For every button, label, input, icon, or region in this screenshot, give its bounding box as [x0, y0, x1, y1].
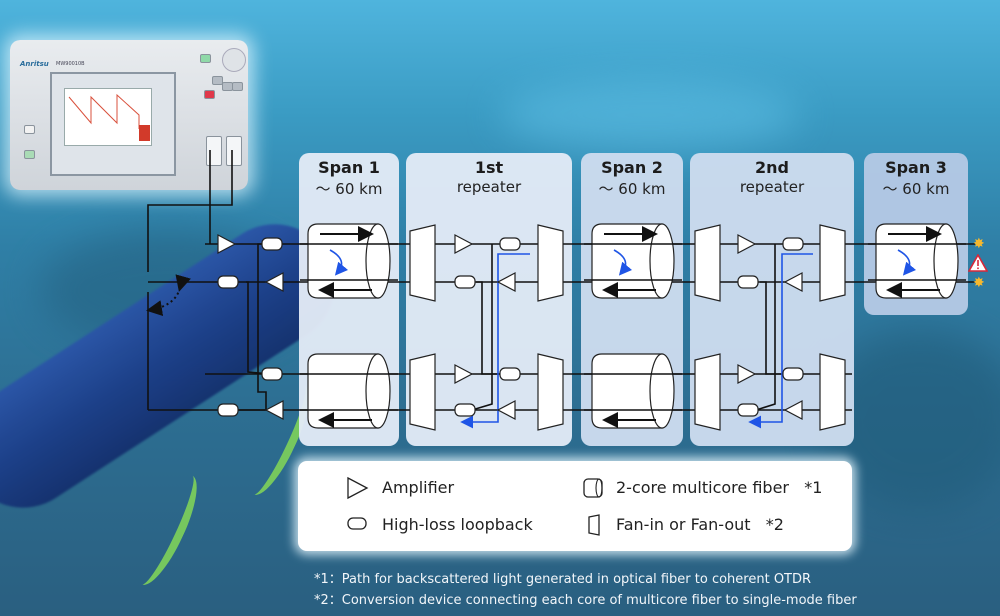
rotary-knob — [222, 48, 246, 72]
panel-title: 1st — [474, 158, 504, 177]
multicore-fiber-span-3 — [868, 223, 966, 299]
loopback-icon — [737, 275, 759, 289]
fiber-line — [755, 244, 776, 411]
multicore-fiber-span-1 — [300, 353, 398, 429]
device-button — [212, 76, 223, 85]
loopback-icon — [737, 403, 759, 417]
loopback-icon — [499, 237, 521, 251]
device-logo: Anritsu — [20, 60, 49, 68]
backscatter-arrow — [613, 249, 633, 276]
panel-title: Span 2 — [601, 158, 663, 177]
fiber-line — [760, 281, 785, 375]
fault-star-top: ✸ — [973, 236, 985, 252]
amplifier-icon — [454, 234, 474, 254]
fiber-line — [246, 281, 271, 375]
loopback-icon — [347, 517, 367, 530]
loopback-icon — [217, 275, 239, 289]
device-button — [24, 125, 35, 134]
loopback-icon — [782, 237, 804, 251]
panel-title: Span 1 — [318, 158, 380, 177]
fan-in-out-icon — [694, 224, 721, 302]
footnote-1: *1：Path for backscattered light generate… — [314, 572, 812, 587]
loopback-icon — [217, 403, 239, 417]
device-button — [200, 54, 211, 63]
device-button — [232, 82, 243, 91]
panel-title: 2nd — [755, 158, 789, 177]
panel-subtitle: repeater — [456, 178, 522, 196]
otdr-port — [226, 136, 242, 166]
fan-in-out-icon — [409, 224, 436, 302]
fiber-line — [471, 244, 493, 411]
amplifier-icon — [454, 364, 474, 384]
panel-subtitle: 〜 60 km — [315, 180, 383, 198]
device-button — [204, 90, 215, 99]
fault-star-bottom: ✸ — [973, 275, 985, 291]
amplifier-icon — [783, 400, 803, 420]
switch-arrow — [146, 274, 191, 316]
warning-icon — [968, 254, 988, 272]
backscatter-arrow — [329, 249, 349, 276]
amplifier-icon — [737, 234, 757, 254]
otdr-trace — [68, 93, 150, 141]
amplifier-icon — [496, 272, 516, 292]
panel-subtitle: 〜 60 km — [882, 180, 950, 198]
amplifier-icon — [737, 364, 757, 384]
fiber-line — [476, 281, 500, 375]
panel-title: Span 3 — [885, 158, 947, 177]
fan-in-out-icon — [537, 224, 564, 302]
device-model: MW90010B — [56, 61, 85, 67]
loopback-icon — [454, 275, 476, 289]
multicore-fiber-span-2 — [584, 353, 682, 429]
fan-in-out-icon — [588, 514, 600, 536]
amplifier-icon — [264, 272, 284, 292]
otdr-device: Anritsu MW90010B — [10, 40, 248, 190]
fan-in-out-icon — [537, 353, 564, 431]
multicore-fiber-span-1 — [300, 223, 398, 299]
backscatter-path — [460, 253, 530, 429]
multicore-fiber-span-2 — [584, 223, 682, 299]
fan-in-out-icon — [819, 353, 846, 431]
loopback-icon — [499, 367, 521, 381]
fan-in-out-icon — [409, 353, 436, 431]
legend-label-loopback: High-loss loopback — [382, 515, 533, 534]
fiber-line — [147, 150, 233, 272]
multicore-fiber-icon — [583, 478, 603, 498]
fan-in-out-icon — [819, 224, 846, 302]
panel-subtitle: 〜 60 km — [598, 180, 666, 198]
amplifier-icon — [217, 234, 237, 254]
otdr-trace-plot — [64, 88, 152, 146]
amplifier-icon — [496, 400, 516, 420]
backscatter-path — [748, 253, 813, 429]
amplifier-icon — [783, 272, 803, 292]
panel-subtitle: repeater — [739, 178, 805, 196]
loopback-icon — [782, 367, 804, 381]
loopback-icon — [261, 367, 283, 381]
backscatter-arrow — [897, 249, 917, 276]
fan-in-out-icon — [694, 353, 721, 431]
loopback-icon — [261, 237, 283, 251]
legend: Amplifier 2-core multicore fiber *1 High… — [298, 461, 852, 551]
legend-label-amplifier: Amplifier — [382, 478, 455, 497]
device-screen — [50, 72, 176, 176]
device-button — [24, 150, 35, 159]
loopback-icon — [454, 403, 476, 417]
fiber-line — [236, 243, 272, 411]
amplifier-icon — [264, 400, 284, 420]
amplifier-icon — [347, 476, 369, 500]
seabed-texture — [500, 80, 800, 150]
legend-label-multicore-fiber: 2-core multicore fiber *1 — [616, 478, 823, 497]
legend-label-fan-in-out: Fan-in or Fan-out *2 — [616, 515, 784, 534]
footnote-2: *2：Conversion device connecting each cor… — [314, 593, 857, 608]
